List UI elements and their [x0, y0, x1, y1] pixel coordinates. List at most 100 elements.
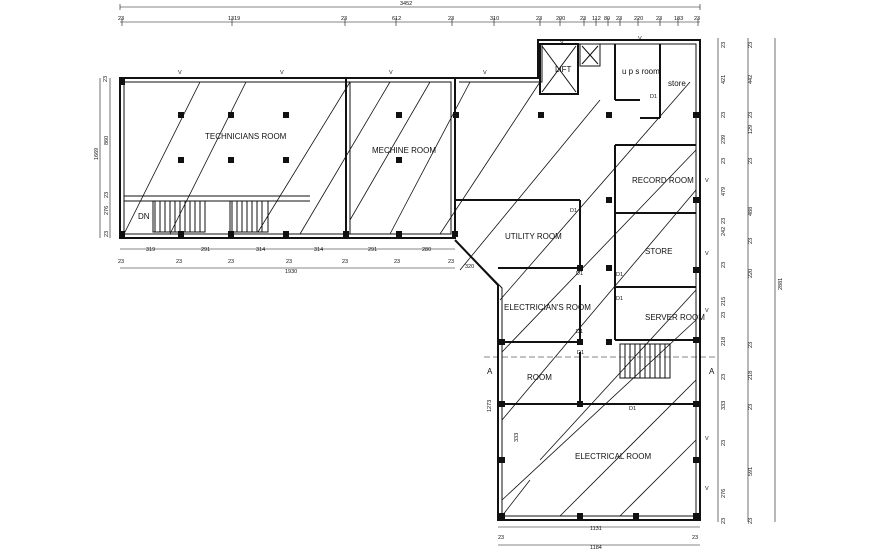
top-seg-dim: 1319 [228, 16, 240, 22]
top-total-dim: 3452 [400, 1, 412, 7]
vent-mark: V [705, 251, 709, 257]
column-mark [178, 112, 184, 118]
top-seg-dim: 23 [448, 16, 454, 22]
vent-mark: V [483, 70, 487, 76]
left-total-dim: 1669 [94, 148, 100, 160]
lower-seg-dim: 314 [314, 247, 323, 253]
vent-mark: V [280, 70, 284, 76]
lower-seg-dim: 23 [448, 259, 454, 265]
lower-seg-dim: 23 [176, 259, 182, 265]
lower-total-dim: 1930 [285, 269, 297, 275]
right-seg-dim: 218 [721, 337, 727, 346]
top-seg-dim: 23 [536, 16, 542, 22]
column-mark [577, 265, 583, 271]
right-seg-dim: 23 [721, 262, 727, 268]
right-seg-dim: 23 [721, 112, 727, 118]
electricians-room-label: ELECTRICIAN'S ROOM [504, 303, 591, 312]
column-mark [633, 513, 639, 519]
column-mark [499, 401, 505, 407]
column-mark [499, 513, 505, 519]
lower-seg-dim: 314 [256, 247, 265, 253]
right-seg-dim: 479 [721, 187, 727, 196]
right-outer-dim: 23 [748, 518, 754, 524]
vent-mark: V [705, 308, 709, 314]
lower-seg-dim: 280 [422, 247, 431, 253]
bottom-inner-dim: 1131 [590, 526, 602, 532]
outer-walls [119, 39, 716, 521]
column-mark [693, 337, 699, 343]
right-dimension: 2342123239234792324223215232182333323276… [717, 38, 784, 524]
column-mark [693, 267, 699, 273]
column-mark [119, 79, 125, 85]
ups-room-label: u p s room [622, 67, 660, 76]
top-seg-dim: 23 [118, 16, 124, 22]
down-mark: DN [138, 212, 150, 221]
right-seg-dim: 23 [721, 374, 727, 380]
column-mark [452, 231, 458, 237]
room-height-dim: 333 [514, 433, 520, 442]
column-mark [178, 231, 184, 237]
store-top-label: store [668, 79, 686, 88]
technicians-room-label: TECHNICIANS ROOM [205, 132, 287, 141]
door-mark: D1 [576, 329, 583, 335]
lower-seg-dim: 23 [118, 259, 124, 265]
right-outer-dim: 23 [748, 112, 754, 118]
column-mark [396, 112, 402, 118]
lift-label: LIFT [555, 65, 572, 74]
column-mark [283, 231, 289, 237]
lower-seg-dim: 23 [394, 259, 400, 265]
door-mark: D1 [616, 296, 623, 302]
right-seg-dim: 239 [721, 135, 727, 144]
door-mark: D1 [629, 406, 636, 412]
right-outer-dim: 218 [748, 371, 754, 380]
stairs [152, 200, 671, 379]
column-mark [178, 157, 184, 163]
vent-mark: V [705, 436, 709, 442]
column-mark [396, 157, 402, 163]
electrical-room-label: ELECTRICAL ROOM [575, 452, 651, 461]
column-mark [606, 339, 612, 345]
right-outer-dim: 488 [748, 207, 754, 216]
door-mark: D1 [650, 94, 657, 100]
column-mark [228, 157, 234, 163]
top-seg-dim: 23 [694, 16, 700, 22]
top-seg-dim: 23 [616, 16, 622, 22]
right-outer-dim: 591 [748, 467, 754, 476]
door-mark: D1 [616, 272, 623, 278]
right-seg-dim: 421 [721, 75, 727, 84]
left-seg-1: 860 [104, 136, 110, 145]
lower-seg-dim: 291 [201, 247, 210, 253]
door-mark: D1 [570, 208, 577, 214]
top-seg-dim: 200 [556, 16, 565, 22]
right-total-dim: 2881 [778, 278, 784, 290]
bottom-total-dim: 1184 [590, 545, 602, 551]
section-mark-right: A [709, 367, 715, 376]
column-mark [453, 112, 459, 118]
right-seg-dim: 23 [721, 312, 727, 318]
vent-mark: V [705, 178, 709, 184]
right-outer-dim: 23 [748, 158, 754, 164]
column-mark [283, 112, 289, 118]
bottom-dimension: 1131 1184 23 23 [498, 526, 700, 551]
column-mark [606, 197, 612, 203]
door-mark: D1 [577, 350, 584, 356]
vent-mark: V [389, 70, 393, 76]
column-mark [577, 513, 583, 519]
top-seg-dim: 183 [674, 16, 683, 22]
column-mark [606, 265, 612, 271]
right-outer-dim: 220 [748, 269, 754, 278]
room-label: ROOM [527, 373, 552, 382]
right-seg-dim: 215 [721, 297, 727, 306]
lower-seg-dim: 291 [368, 247, 377, 253]
column-mark [396, 231, 402, 237]
right-outer-dim: 23 [748, 42, 754, 48]
column-mark [693, 513, 699, 519]
right-seg-dim: 23 [721, 518, 727, 524]
top-seg-dim: 23 [341, 16, 347, 22]
top-seg-dim: 23 [580, 16, 586, 22]
top-seg-dim: 220 [634, 16, 643, 22]
column-mark [693, 457, 699, 463]
